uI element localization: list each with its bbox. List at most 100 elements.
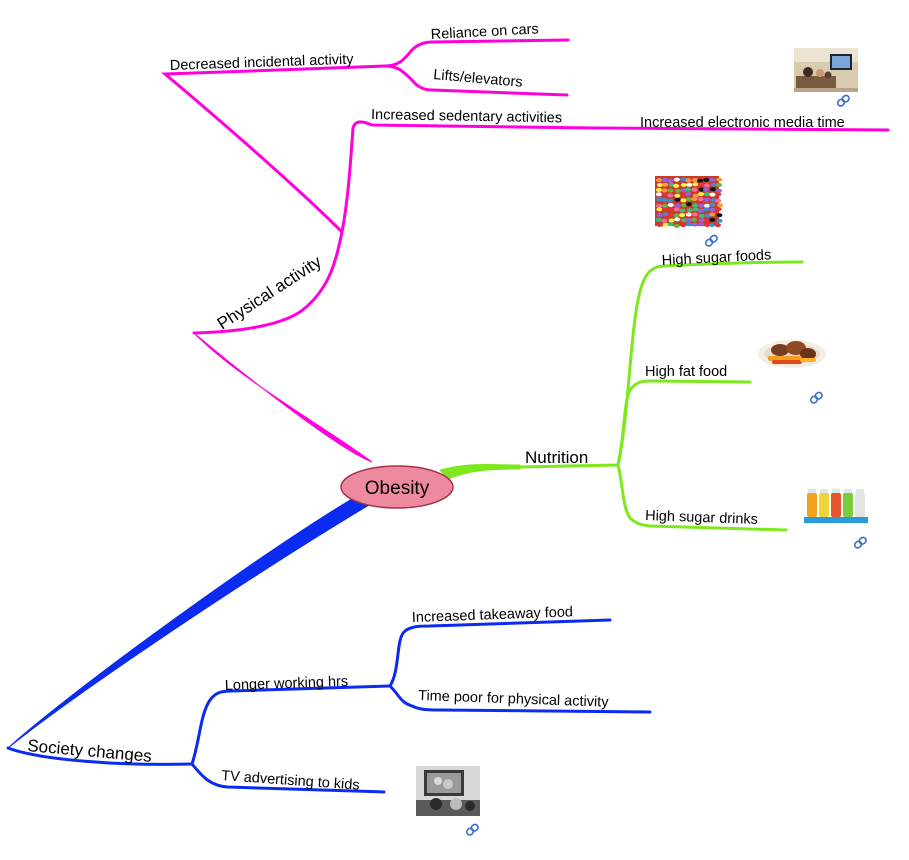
jelly-bean	[674, 193, 681, 198]
branch-physical-activity	[161, 38, 890, 463]
jelly-bean	[709, 217, 716, 222]
jelly-bean	[692, 182, 699, 187]
topic-reliance-on-cars[interactable]: Reliance on cars	[430, 21, 539, 43]
jelly-bean	[703, 183, 710, 188]
jelly-bean	[697, 197, 704, 202]
central-topic[interactable]: Obesity	[340, 465, 454, 509]
jelly-bean	[715, 188, 722, 193]
jelly-bean	[662, 212, 669, 217]
topic-high-sugar-drinks[interactable]: High sugar drinks	[645, 508, 758, 528]
connector-decreased-to-cars	[383, 38, 570, 68]
jelly-bean	[679, 208, 686, 213]
jelly-bean	[691, 222, 698, 227]
jelly-bean	[709, 202, 716, 207]
jelly-bean	[692, 178, 699, 182]
jelly-bean	[680, 177, 687, 182]
jelly-bean	[681, 203, 687, 208]
jelly-bean	[667, 203, 674, 207]
jelly-bean	[703, 203, 710, 208]
topic-longer-working-hrs[interactable]: Longer working hrs	[225, 674, 349, 694]
jelly-bean	[703, 177, 710, 182]
connector-obesity-society	[7, 493, 375, 749]
central-topic-shape	[340, 465, 454, 509]
jelly-bean	[715, 207, 722, 212]
jelly-bean	[698, 192, 704, 197]
connector-working-to-takeaway	[388, 618, 612, 688]
jelly-bean	[656, 222, 663, 227]
jelly-bean	[685, 222, 692, 227]
connector-sedentary-to-media	[594, 126, 890, 132]
jelly-bean	[698, 203, 705, 208]
branch-label-nutrition[interactable]: Nutrition	[525, 448, 588, 467]
connector-nutrition-to-fat-food	[616, 379, 752, 467]
jelly-bean	[715, 192, 722, 197]
jelly-bean	[698, 187, 705, 192]
family-watching-tv-image[interactable]	[794, 48, 858, 92]
jelly-bean	[716, 177, 723, 182]
topic-time-poor-for-physical-activity[interactable]: Time poor for physical activity	[418, 688, 610, 711]
jelly-bean	[680, 192, 687, 197]
jelly-beans-image[interactable]	[655, 176, 723, 228]
jelly-bean	[686, 208, 693, 213]
jelly-bean	[673, 213, 680, 218]
jelly-bean	[673, 177, 680, 182]
connector-society-to-working	[190, 684, 392, 766]
jelly-bean	[655, 217, 662, 222]
jelly-bean	[698, 213, 705, 218]
topic-increased-sedentary-activities[interactable]: Increased sedentary activities	[371, 107, 562, 126]
bottle	[855, 489, 865, 517]
jelly-bean	[692, 212, 698, 217]
bottle	[843, 489, 853, 517]
topic-high-fat-food[interactable]: High fat food	[645, 364, 727, 380]
drink-bottles-image[interactable]	[804, 483, 868, 525]
jelly-bean	[685, 187, 691, 192]
jelly-bean	[680, 218, 687, 223]
bottle	[819, 489, 829, 517]
jelly-bean	[704, 223, 711, 227]
jelly-bean	[673, 183, 680, 188]
connector-physical-to-sedentary	[340, 120, 598, 234]
bottle	[831, 489, 841, 517]
jelly-bean	[656, 203, 662, 208]
jelly-bean	[657, 182, 663, 187]
jelly-bean	[685, 202, 692, 207]
jelly-bean	[662, 207, 669, 212]
jelly-bean	[674, 188, 681, 193]
link-icon[interactable]	[465, 823, 479, 836]
kids-watching-tv-image[interactable]	[416, 766, 480, 816]
fried-food-plate-image[interactable]	[758, 340, 826, 368]
topic-lifts-elevators[interactable]: Lifts/elevators	[433, 67, 524, 91]
branch-label-physical-activity[interactable]: Physical activity	[214, 252, 325, 334]
jelly-bean	[715, 198, 722, 203]
jelly-bean	[674, 203, 681, 208]
jelly-bean	[691, 217, 698, 222]
topic-high-sugar-foods[interactable]: High sugar foods	[661, 247, 771, 269]
link-icon[interactable]	[836, 94, 850, 107]
jelly-bean	[685, 218, 692, 223]
jelly-bean	[661, 218, 668, 223]
jelly-bean	[668, 208, 675, 212]
topic-increased-electronic-media-time[interactable]: Increased electronic media time	[640, 115, 845, 131]
jelly-bean	[710, 182, 717, 187]
topic-increased-takeaway-food[interactable]: Increased takeaway food	[412, 604, 574, 626]
jelly-bean	[662, 182, 669, 187]
jelly-bean	[716, 182, 722, 187]
connector-obesity-physical	[193, 332, 373, 463]
jelly-bean	[667, 222, 674, 227]
connector-decreased-to-lifts	[383, 64, 569, 97]
jelly-bean	[680, 223, 687, 228]
jelly-bean	[692, 203, 699, 208]
connector-nutrition-to-sugar-drinks	[616, 463, 788, 532]
jelly-bean	[704, 192, 710, 197]
link-icon[interactable]	[704, 234, 718, 247]
jelly-bean	[656, 212, 663, 217]
jelly-bean	[667, 178, 674, 183]
topic-decreased-incidental-activity[interactable]: Decreased incidental activity	[170, 52, 355, 74]
bottle	[807, 489, 817, 517]
link-icon[interactable]	[809, 391, 823, 404]
jelly-bean	[698, 222, 705, 227]
jelly-bean	[679, 213, 686, 218]
jelly-bean	[662, 192, 669, 197]
link-icon[interactable]	[853, 536, 867, 549]
